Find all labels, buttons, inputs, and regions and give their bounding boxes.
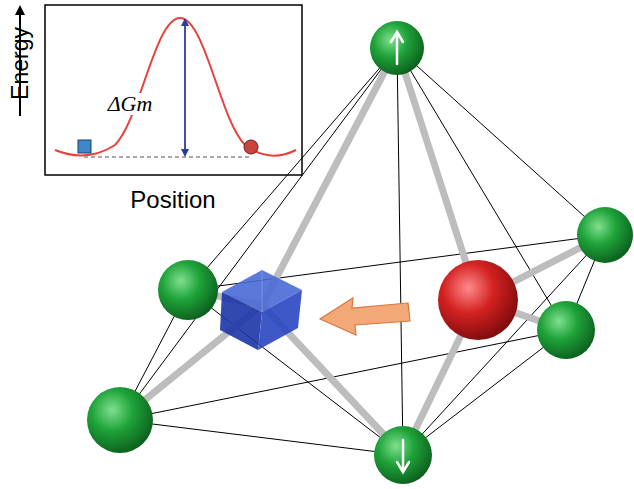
red-atom <box>438 260 518 340</box>
blue-cube <box>220 270 302 350</box>
bonds <box>120 48 605 455</box>
energy-inset <box>20 5 302 175</box>
axis-label: Energy <box>9 27 32 100</box>
migration-arrow <box>320 298 410 335</box>
axis-label: Position <box>130 188 215 212</box>
energy-barrier-label: ΔGm <box>106 93 155 115</box>
green-atoms <box>87 21 633 484</box>
polyhedron-edges <box>120 48 605 455</box>
